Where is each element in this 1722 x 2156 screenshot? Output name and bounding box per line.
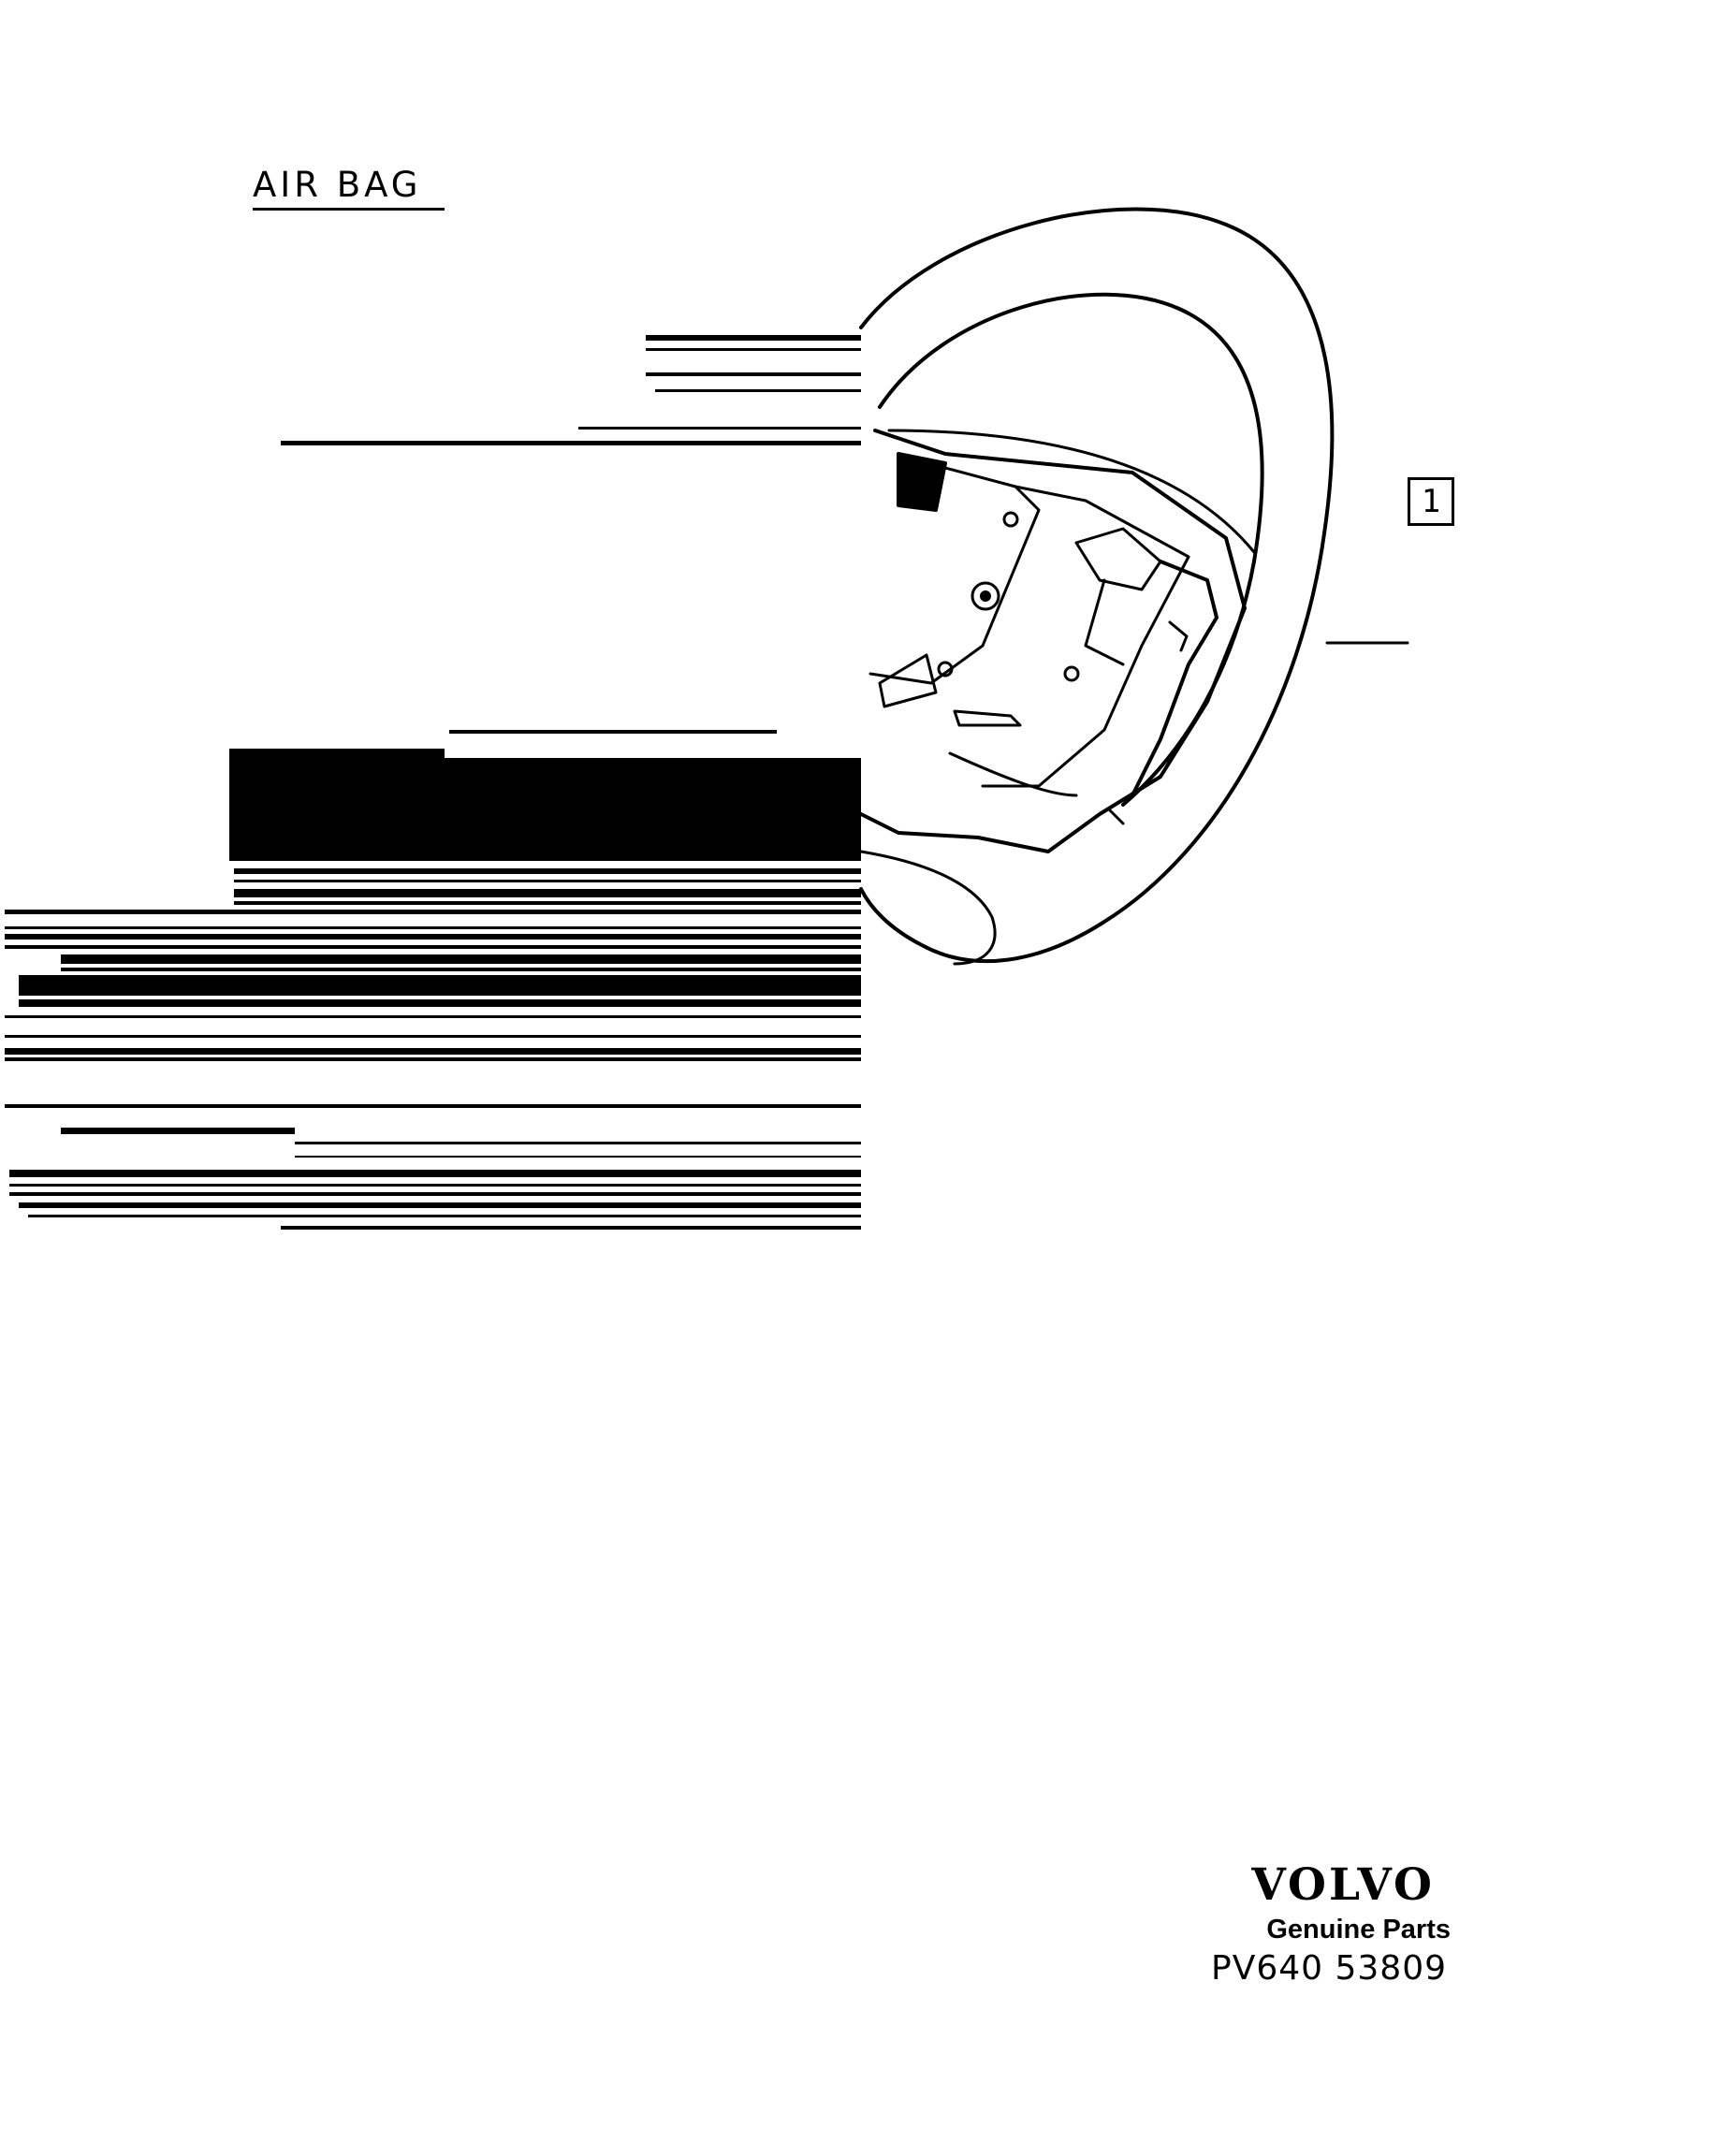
callout-number-box: 1 [1408,477,1454,526]
brand-logo-text: VOLVO [1251,1859,1435,1911]
page-title: AIR BAG [253,165,445,211]
scan-noise-bands [5,335,861,1230]
steering-wheel-airbag-illustration [5,207,1409,1230]
brand-subtitle: Genuine Parts [1266,1915,1451,1945]
part-number: PV640 53809 [1210,1949,1447,1988]
brand-block: VOLVO Genuine Parts PV640 53809 [1076,1860,1502,1989]
